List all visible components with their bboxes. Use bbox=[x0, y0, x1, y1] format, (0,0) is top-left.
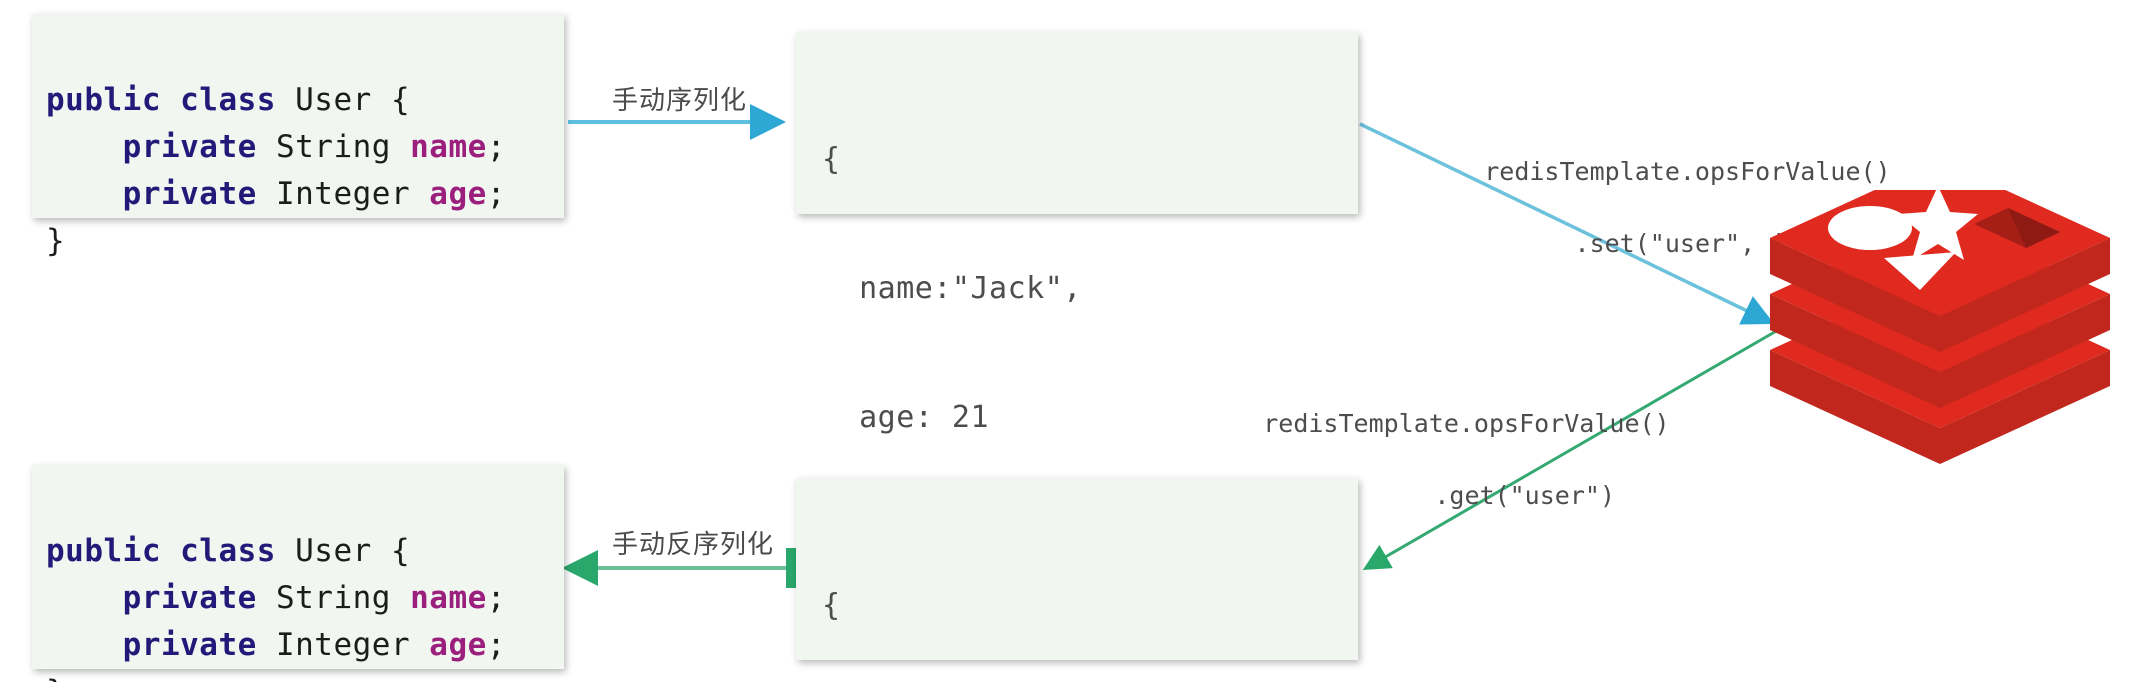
user-class-panel-bottom: public class User { private String name;… bbox=[32, 465, 564, 682]
json-line: name:"Jack", bbox=[822, 271, 1082, 306]
redis-logo bbox=[1770, 190, 2110, 464]
code-keyword: public class bbox=[46, 533, 276, 569]
code-field: age bbox=[429, 627, 487, 663]
code-type: Integer bbox=[256, 176, 430, 212]
redis-star-glyph bbox=[1898, 190, 1978, 260]
label-redis-get: redisTemplate.opsForValue() .get("user") bbox=[1203, 370, 1669, 586]
redis-ellipse-glyph bbox=[1828, 206, 1912, 250]
code-punct: ; bbox=[486, 627, 506, 663]
code-punct: ; bbox=[486, 129, 506, 165]
label-redis-get-line1: redisTemplate.opsForValue() bbox=[1263, 409, 1670, 438]
code-field: age bbox=[429, 176, 487, 212]
label-redis-get-line2: .get("user") bbox=[1434, 481, 1615, 510]
json-panel-top: { name:"Jack", age: 21 } bbox=[796, 32, 1358, 564]
code-line: } bbox=[46, 223, 65, 259]
code-line: private String name; bbox=[46, 580, 506, 616]
code-type: User bbox=[275, 533, 391, 569]
code-punct: ; bbox=[486, 176, 506, 212]
redis-triangle-glyph bbox=[1884, 252, 1956, 290]
code-indent bbox=[46, 129, 123, 165]
label-redis-set-line1: redisTemplate.opsForValue() bbox=[1484, 157, 1891, 186]
json-line: age: 21 bbox=[822, 400, 990, 435]
code-keyword: private bbox=[122, 580, 257, 616]
code-keyword: private bbox=[122, 176, 257, 212]
json-line: { bbox=[822, 588, 841, 623]
code-line: public class User { bbox=[46, 533, 410, 569]
redis-hole-shade bbox=[2008, 208, 2060, 248]
code-punct: } bbox=[46, 674, 65, 682]
code-keyword: public class bbox=[46, 82, 276, 118]
json-line: { bbox=[822, 142, 841, 177]
code-keyword: private bbox=[122, 627, 257, 663]
code-indent bbox=[46, 627, 123, 663]
code-keyword: private bbox=[122, 129, 257, 165]
code-type: String bbox=[256, 580, 411, 616]
code-line: private Integer age; bbox=[46, 627, 506, 663]
code-line: private Integer age; bbox=[46, 176, 506, 212]
code-type: String bbox=[256, 129, 411, 165]
code-type: User bbox=[275, 82, 391, 118]
label-serialize: 手动序列化 bbox=[612, 86, 748, 116]
user-class-panel-top: public class User { private String name;… bbox=[32, 14, 564, 259]
redis-glyphs bbox=[1828, 190, 2060, 290]
json-panel-bottom: { name:"Jack", age: 21 } bbox=[796, 478, 1358, 660]
label-deserialize: 手动反序列化 bbox=[612, 530, 775, 560]
code-punct: } bbox=[46, 223, 66, 259]
code-indent bbox=[46, 580, 123, 616]
code-line: } bbox=[46, 674, 65, 682]
code-type: Integer bbox=[256, 627, 430, 663]
code-punct: ; bbox=[486, 580, 506, 616]
code-line: private String name; bbox=[46, 129, 506, 165]
code-field: name bbox=[410, 129, 487, 165]
code-punct: { bbox=[390, 82, 411, 118]
code-indent bbox=[46, 176, 123, 212]
code-line: public class User { bbox=[46, 82, 410, 118]
code-punct: { bbox=[390, 533, 411, 569]
code-field: name bbox=[410, 580, 487, 616]
